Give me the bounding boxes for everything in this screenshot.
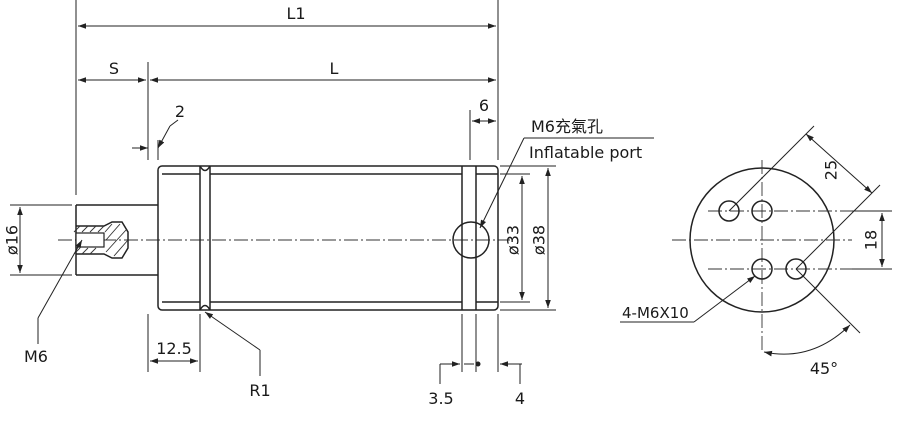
port-title: M6充氣孔 <box>531 117 603 136</box>
dim-25: 25 <box>728 125 881 270</box>
label-6: 6 <box>479 96 489 115</box>
label-holes: 4-M6X10 <box>622 304 689 322</box>
dim-12-5: 12.5 <box>147 314 201 372</box>
label-3-5: 3.5 <box>428 389 453 408</box>
label-4: 4 <box>515 389 525 408</box>
dim-l1: L1 <box>75 0 499 195</box>
label-d38: ø38 <box>530 225 549 255</box>
cylinder-body <box>157 165 499 311</box>
label-25: 25 <box>822 160 841 180</box>
label-d33: ø33 <box>504 225 523 255</box>
dim-d16: ø16 <box>3 204 72 276</box>
dim-3-5-4: 3.5 4 <box>428 314 525 408</box>
dim-s-l: S L <box>78 59 496 160</box>
label-l1: L1 <box>286 4 305 23</box>
dim-6: 6 <box>469 96 496 160</box>
r1-leader: R1 <box>204 311 271 400</box>
port-subtitle: Inflatable port <box>529 143 642 162</box>
end-view: 25 18 45° 4-M6X10 <box>620 125 892 378</box>
dim-18: 18 <box>852 210 892 270</box>
dim-45deg: 45° <box>763 268 861 378</box>
m6-leader: M6 <box>24 239 83 366</box>
dim-2: 2 <box>132 102 185 160</box>
label-l: L <box>330 59 339 78</box>
label-2: 2 <box>175 102 185 121</box>
holes-leader: 4-M6X10 <box>620 275 756 323</box>
label-m6: M6 <box>24 347 48 366</box>
mounting-holes <box>718 200 807 280</box>
label-45: 45° <box>810 359 838 378</box>
label-d16: ø16 <box>3 225 22 255</box>
dim-d33-d38: ø33 ø38 <box>500 165 556 311</box>
label-r1: R1 <box>249 381 270 400</box>
label-18: 18 <box>862 230 881 250</box>
inflatable-port-hole <box>452 221 490 259</box>
port-leader: M6充氣孔 Inflatable port <box>479 117 654 229</box>
label-12-5: 12.5 <box>156 339 192 358</box>
label-s: S <box>109 59 119 78</box>
side-view: L1 S L 2 6 M6充氣孔 Inflatable <box>3 0 654 408</box>
threaded-hole-section <box>73 221 129 259</box>
